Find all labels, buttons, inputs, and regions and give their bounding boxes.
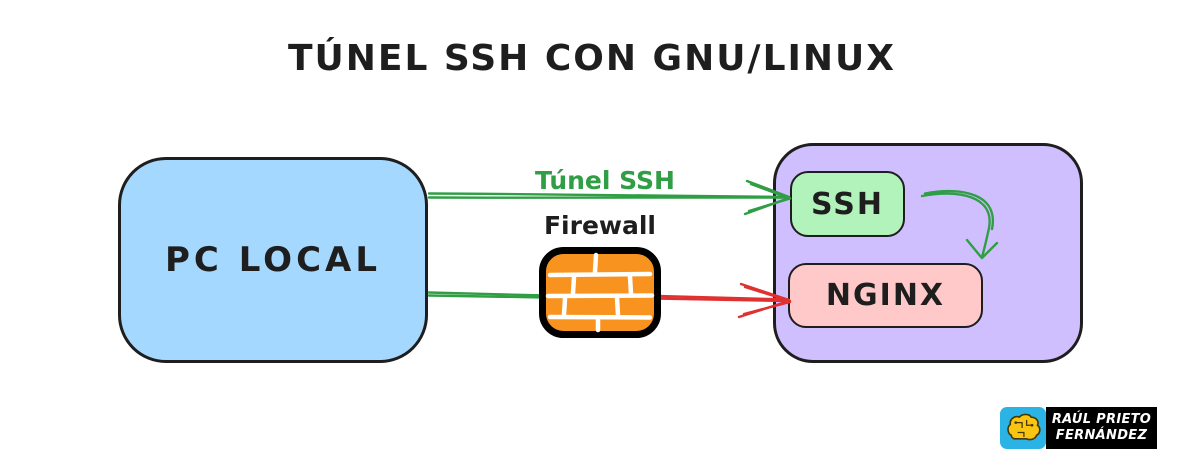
ssh-label: SSH (811, 186, 884, 222)
node-ssh: SSH (790, 171, 905, 237)
diagram-title: TÚNEL SSH CON GNU/LINUX (287, 38, 897, 79)
firewall-label: Firewall (543, 211, 657, 240)
nginx-label: NGINX (825, 278, 946, 313)
node-pc-local: PC LOCAL (118, 157, 428, 363)
pc-to-firewall-line (427, 291, 547, 299)
watermark-logo: RAÚL PRIETO FERNÁNDEZ (1000, 407, 1157, 449)
watermark-text: RAÚL PRIETO FERNÁNDEZ (1046, 407, 1157, 449)
watermark-line2: FERNÁNDEZ (1055, 428, 1148, 443)
blocked-arrow (655, 282, 792, 319)
brain-circuit-icon (1000, 407, 1046, 449)
pc-local-label: PC LOCAL (165, 240, 381, 280)
firewall-brick-icon (539, 247, 661, 338)
node-nginx: NGINX (788, 263, 983, 328)
watermark-line1: RAÚL PRIETO (1051, 412, 1152, 427)
tunnel-ssh-edge-label: Túnel SSH (535, 166, 675, 195)
